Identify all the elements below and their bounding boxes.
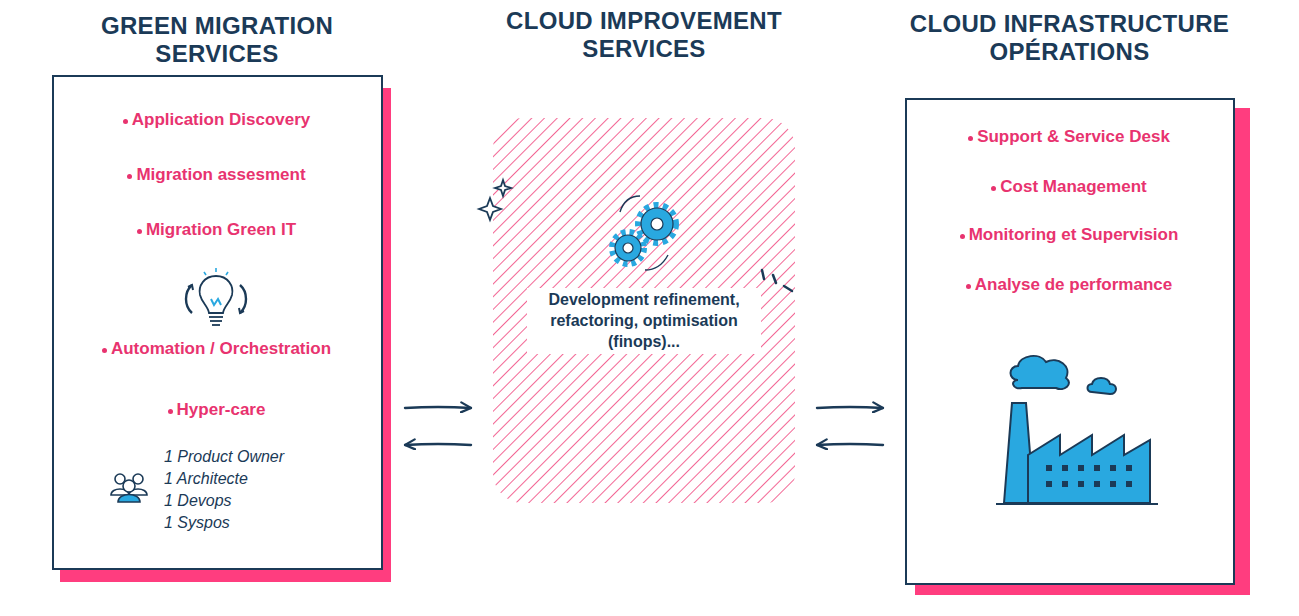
service-area: CLOUD IMPROVEMENT SERVICESDevelopment re… bbox=[493, 118, 795, 503]
service-item: Cost Management bbox=[1000, 177, 1146, 197]
description-text: Development refinement, refactoring, opt… bbox=[527, 288, 761, 354]
service-item: Analyse de performance bbox=[975, 275, 1172, 295]
bullet-dot bbox=[137, 229, 142, 234]
bullet-dot bbox=[968, 136, 973, 141]
section-heading: GREEN MIGRATION SERVICES bbox=[67, 12, 367, 67]
sparkle-icon bbox=[479, 180, 511, 220]
flow-arrow bbox=[817, 407, 883, 408]
bullet-dot bbox=[966, 284, 971, 289]
service-box: CLOUD INFRASTRUCTURE OPÉRATIONSSupport &… bbox=[905, 98, 1235, 585]
gears-icon bbox=[612, 196, 676, 270]
service-item: Application Discovery bbox=[132, 110, 311, 130]
factory-icon bbox=[996, 356, 1158, 504]
service-item: Automation / Orchestration bbox=[111, 339, 331, 359]
bullet-dot bbox=[991, 186, 996, 191]
service-item: Hyper-care bbox=[177, 400, 266, 420]
bullet-dot bbox=[168, 409, 173, 414]
flow-arrow bbox=[405, 444, 471, 445]
hatched-area bbox=[493, 118, 795, 503]
bullet-dot bbox=[960, 234, 965, 239]
team-member: 1 Architecte bbox=[164, 470, 248, 488]
accent-dashes bbox=[762, 270, 792, 291]
service-item: Monitoring et Supervision bbox=[969, 225, 1179, 245]
team-member: 1 Syspos bbox=[164, 514, 230, 532]
box-fill bbox=[52, 75, 383, 570]
lightbulb-icon bbox=[186, 268, 246, 325]
section-heading: CLOUD INFRASTRUCTURE OPÉRATIONS bbox=[895, 10, 1245, 65]
bullet-dot bbox=[123, 119, 128, 124]
service-item: Migration Green IT bbox=[146, 220, 296, 240]
team-icon bbox=[111, 474, 147, 502]
bullet-dot bbox=[102, 348, 107, 353]
box-fill bbox=[905, 98, 1235, 585]
flow-arrow bbox=[817, 444, 883, 445]
team-member: 1 Product Owner bbox=[164, 448, 284, 466]
section-heading: CLOUD IMPROVEMENT SERVICES bbox=[479, 7, 809, 62]
service-box: GREEN MIGRATION SERVICESApplication Disc… bbox=[52, 75, 383, 570]
bullet-dot bbox=[127, 174, 132, 179]
team-member: 1 Devops bbox=[164, 492, 232, 510]
service-item: Migration assesment bbox=[136, 165, 305, 185]
service-item: Support & Service Desk bbox=[977, 127, 1170, 147]
flow-arrow bbox=[405, 407, 471, 408]
